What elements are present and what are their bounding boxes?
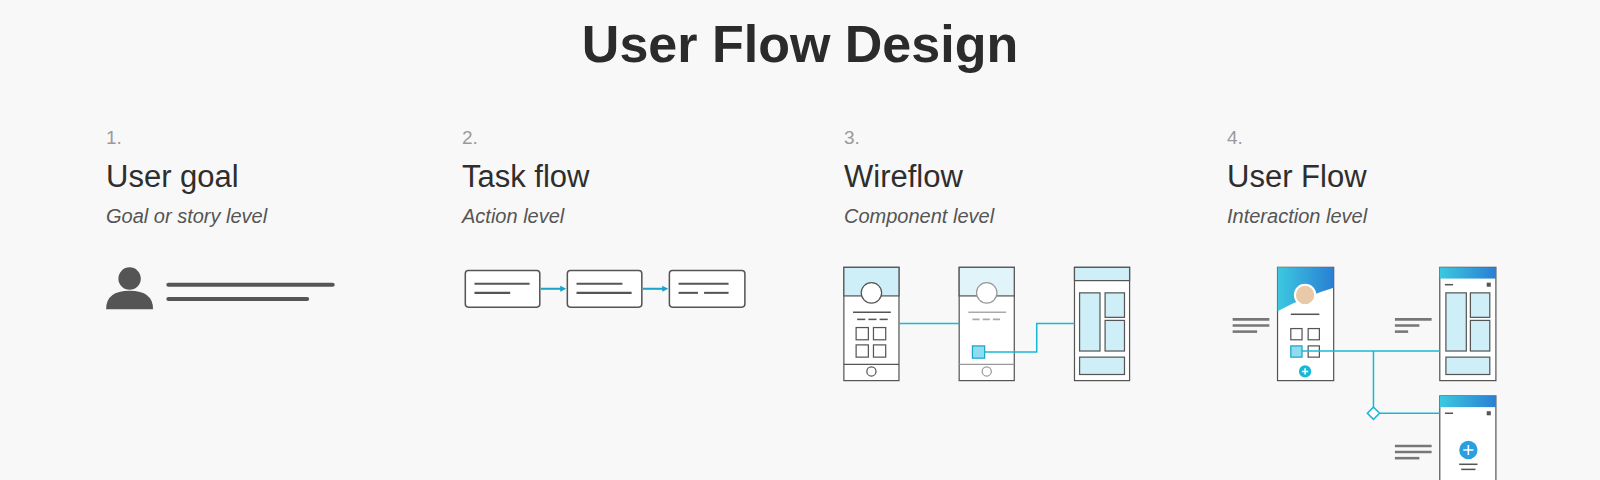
flow-phone [1278,267,1334,380]
step-heading: Task flow [462,159,589,195]
flow-phone [1440,396,1496,480]
note-lines [1233,319,1432,458]
step-heading: User goal [106,159,239,195]
wire-phone [959,267,1014,380]
step-level: Component level [844,205,994,228]
story-lines [168,285,332,299]
step-number: 4. [1227,127,1243,149]
flow-connector [1302,351,1440,419]
user-icon [106,267,153,309]
wire-connector [899,323,1075,352]
step-level: Interaction level [1227,205,1367,228]
step-heading: Wireflow [844,159,963,195]
step-number: 3. [844,127,860,149]
wire-phone [844,267,899,380]
diagram-title: User Flow Design [582,14,1018,74]
step-heading: User Flow [1227,159,1367,195]
task-lines [474,284,728,293]
step-level: Action level [462,205,564,228]
flow-phone [1440,267,1496,380]
step-level: Goal or story level [106,205,267,228]
step-number: 1. [106,127,122,149]
task-arrows [541,286,669,292]
step-number: 2. [462,127,478,149]
wire-phone [1074,267,1129,380]
task-boxes [465,270,745,307]
